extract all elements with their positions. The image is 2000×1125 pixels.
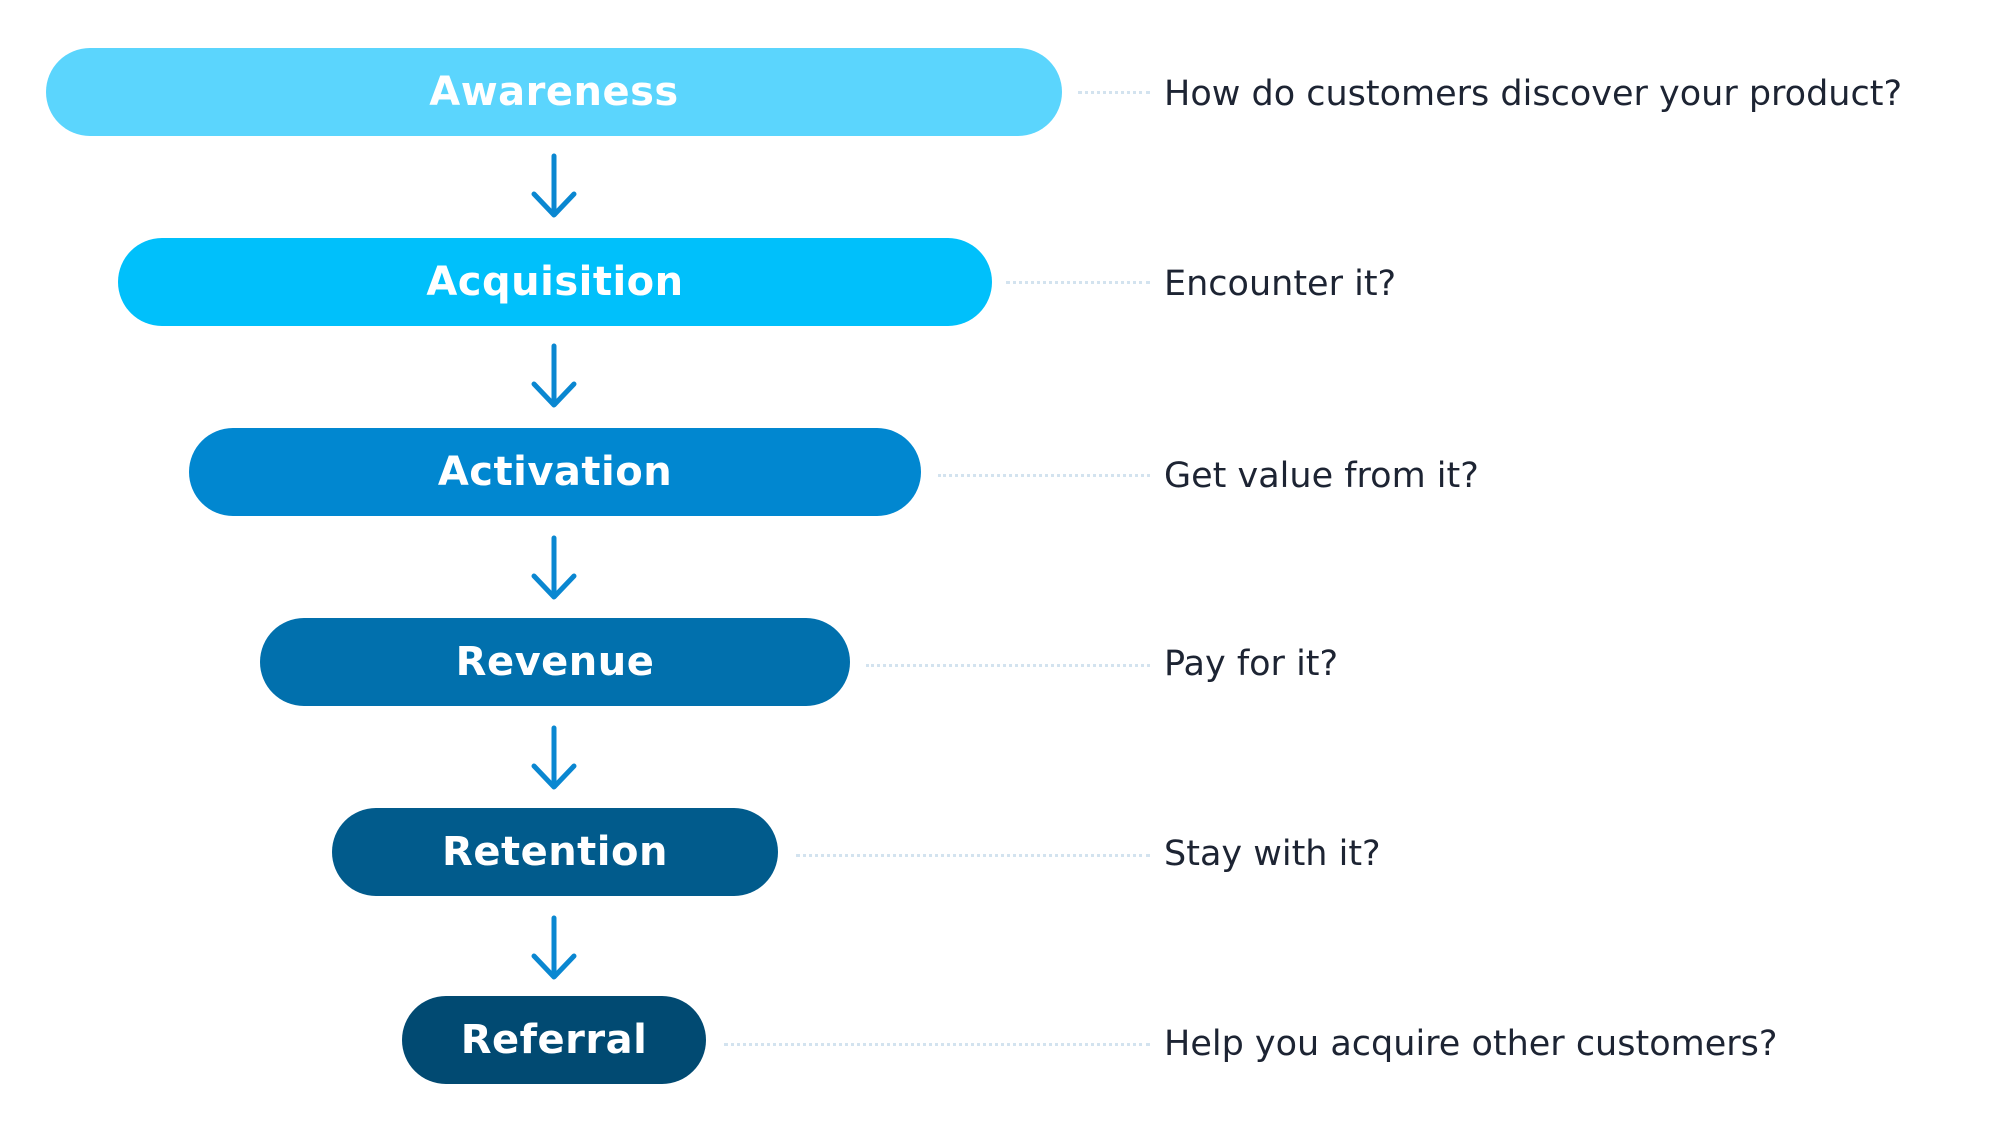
stage-label-referral: Referral	[460, 1017, 648, 1063]
connector-revenue	[866, 664, 1150, 667]
stage-label-acquisition: Acquisition	[426, 259, 684, 305]
arrow-down-icon	[531, 343, 577, 408]
arrow-down-icon	[531, 153, 577, 218]
stage-activation: Activation	[189, 428, 921, 516]
stage-retention: Retention	[332, 808, 778, 896]
arrow-down-icon	[531, 915, 577, 980]
question-acquisition: Encounter it?	[1164, 264, 1397, 304]
stage-label-revenue: Revenue	[455, 639, 655, 685]
stage-label-activation: Activation	[437, 449, 673, 495]
stage-acquisition: Acquisition	[118, 238, 992, 326]
connector-acquisition	[1006, 281, 1150, 284]
connector-referral	[724, 1043, 1150, 1046]
arrow-down-icon	[531, 725, 577, 790]
question-referral: Help you acquire other customers?	[1164, 1024, 1778, 1064]
question-retention: Stay with it?	[1164, 834, 1381, 874]
stage-referral: Referral	[402, 996, 706, 1084]
connector-activation	[938, 474, 1150, 477]
question-awareness: How do customers discover your product?	[1164, 74, 1903, 114]
question-revenue: Pay for it?	[1164, 644, 1339, 684]
stage-awareness: Awareness	[46, 48, 1062, 136]
arrow-down-icon	[531, 535, 577, 600]
stage-label-retention: Retention	[442, 829, 668, 875]
question-activation: Get value from it?	[1164, 456, 1479, 496]
connector-awareness	[1078, 91, 1150, 94]
connector-retention	[796, 854, 1150, 857]
stage-revenue: Revenue	[260, 618, 850, 706]
stage-label-awareness: Awareness	[429, 69, 679, 115]
